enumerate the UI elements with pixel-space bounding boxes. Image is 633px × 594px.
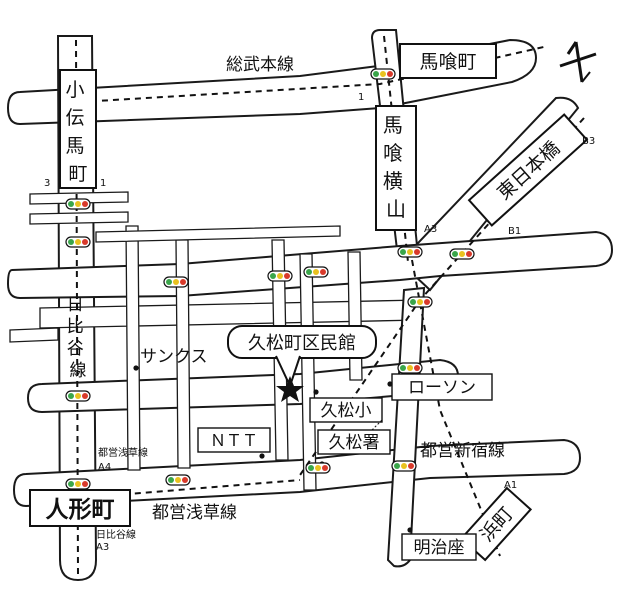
traffic-signal-icon — [407, 296, 433, 308]
north-arrow-icon — [559, 41, 597, 83]
traffic-signal-icon — [303, 266, 329, 278]
station-bakurocho[interactable]: 馬喰町 — [399, 43, 497, 79]
line-asakusa-left-label: 都営浅草線 — [98, 446, 148, 459]
road-left-stub — [9, 327, 59, 343]
exit-a3-top-label: A3 — [424, 224, 437, 235]
line-sobu-label: 総武本線 — [226, 55, 294, 75]
landmark-police[interactable]: 久松署 — [317, 419, 391, 467]
landmark-sunkus[interactable]: サンクス — [133, 347, 208, 371]
exit-b3-label: B3 — [582, 136, 595, 147]
traffic-signal-icon — [397, 246, 423, 258]
station-kodenmacho[interactable]: 小 伝 馬 町 — [59, 69, 97, 189]
meijiza-dot-icon — [407, 527, 413, 533]
police-label: 久松署 — [329, 433, 380, 453]
landmark-meijiza[interactable]: 明治座 — [401, 527, 477, 561]
kodenmacho-char: 小 — [65, 79, 84, 101]
landmark-ntt[interactable]: ＮＴＴ — [197, 427, 271, 459]
rail-sobu-top — [79, 45, 549, 103]
line-shinjuku-label: 都営新宿線 — [420, 441, 505, 461]
road-inner-v5 — [347, 251, 363, 381]
meijiza-box — [401, 533, 477, 561]
meijiza-label: 明治座 — [414, 538, 465, 558]
exit-3-label: 3 — [44, 178, 50, 189]
school-dot-icon — [313, 389, 319, 395]
road-horizontal-mid — [39, 299, 421, 329]
road-upper-left-h2 — [29, 211, 129, 225]
road-upper-left-h3 — [95, 225, 341, 243]
station-ningyocho[interactable]: 人形町 — [29, 489, 131, 527]
traffic-signal-icon — [163, 276, 189, 288]
traffic-signal-icon — [65, 236, 91, 248]
landmark-hall[interactable]: 久松町区民館 — [227, 325, 377, 402]
traffic-signal-icon — [65, 390, 91, 402]
exit-a4-label: A4 — [98, 462, 111, 473]
ntt-label: ＮＴＴ — [210, 431, 258, 450]
traffic-signal-icon — [391, 460, 417, 472]
traffic-signal-icon — [370, 68, 396, 80]
traffic-signal-icon — [397, 362, 423, 374]
police-box — [317, 429, 391, 455]
ntt-dot-icon — [259, 453, 265, 459]
line-hibiya-vertical-label: 日 比 谷 線 — [67, 295, 89, 381]
station-bakuro-yokoyama[interactable]: 馬 喰 横 山 — [375, 105, 417, 231]
star-icon — [276, 376, 304, 402]
traffic-signal-icon — [305, 462, 331, 474]
traffic-signal-icon — [267, 270, 293, 282]
exit-a3-bottom-label: A3 — [96, 542, 109, 553]
station-ningyocho-label: 人形町 — [46, 497, 115, 523]
line-asakusa-main-label: 都営浅草線 — [152, 503, 237, 523]
rail-shinjuku — [411, 259, 501, 557]
station-bakuro-yokoyama-label: 馬 喰 横 山 — [383, 113, 409, 221]
exit-a1-label: A1 — [504, 480, 517, 491]
road-inner-v1 — [125, 225, 141, 471]
exit-b1-label: B1 — [508, 226, 521, 237]
landmark-lawson[interactable]: ローソン — [387, 373, 493, 401]
school-box — [309, 397, 383, 423]
hall-callout-box — [227, 325, 377, 359]
traffic-signal-icon — [449, 248, 475, 260]
road-lawson-vertical — [386, 286, 426, 568]
school-label: 久松小 — [321, 401, 372, 421]
sunkus-dot-icon — [133, 365, 139, 371]
traffic-signal-icon — [65, 198, 91, 210]
exit-1-top-label: 1 — [358, 92, 364, 103]
lawson-box — [391, 373, 493, 401]
hall-label: 久松町区民館 — [248, 333, 356, 354]
lawson-dot-icon — [387, 381, 393, 387]
lawson-label: ローソン — [408, 378, 476, 398]
line-hibiya-small-label: 日比谷線 — [96, 528, 136, 541]
ntt-box — [197, 427, 271, 453]
landmark-school[interactable]: 久松小 — [309, 389, 383, 423]
station-kodenmacho-label: 小 伝 馬 町 — [65, 79, 90, 185]
station-bakurocho-label: 馬喰町 — [419, 51, 476, 73]
road-upper-left-h1 — [29, 191, 129, 205]
traffic-signal-icon — [65, 478, 91, 490]
traffic-signals — [65, 68, 475, 490]
sunkus-label: サンクス — [140, 347, 208, 367]
traffic-signal-icon — [165, 474, 191, 486]
road-bottom — [12, 438, 582, 508]
road-inner-v4 — [299, 253, 317, 491]
exit-1-left-label: 1 — [100, 178, 106, 189]
